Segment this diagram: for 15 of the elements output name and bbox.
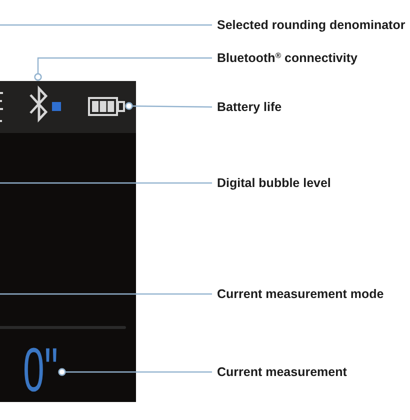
callout-label: Digital bubble level (217, 175, 331, 191)
leader-line (0, 293, 212, 295)
measurement-readout: 0" (23, 346, 58, 396)
callout-label: Selected rounding denominator (217, 17, 406, 33)
leader-line (0, 24, 212, 26)
leader-line (125, 102, 212, 110)
callout-label: Current measurement mode (217, 286, 384, 302)
callout-label: Current measurement (217, 364, 347, 380)
callout-label: Battery life (217, 99, 282, 115)
leader-line (58, 368, 212, 376)
leader-line (34, 57, 212, 81)
bluetooth-icon (29, 86, 49, 122)
battery-icon (88, 97, 126, 116)
callout-label: Bluetooth$^{®}$ connectivity (217, 50, 358, 66)
leader-line (0, 182, 212, 184)
